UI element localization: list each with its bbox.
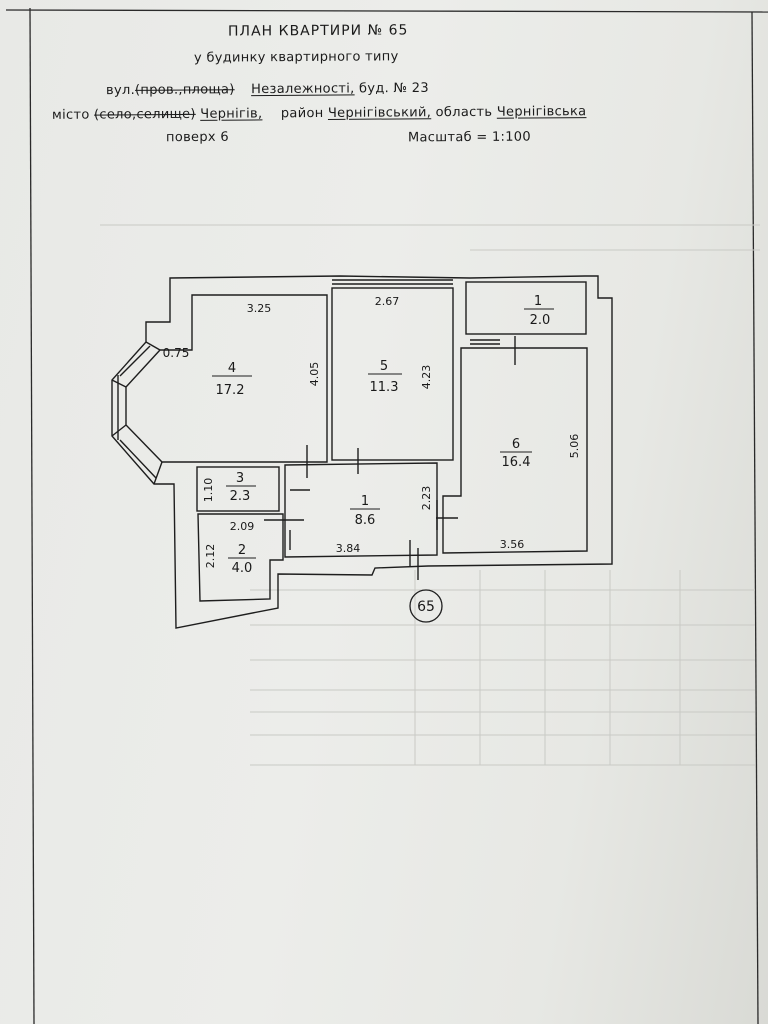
room-6-height: 5.06 <box>568 434 581 459</box>
room-4-height: 4.05 <box>308 362 321 387</box>
room-5-width: 2.67 <box>375 295 400 308</box>
room-6-area: 16.4 <box>502 455 531 470</box>
room-5-area: 11.3 <box>370 380 399 395</box>
room-5-height: 4.23 <box>420 365 433 390</box>
room-2-number: 2 <box>238 543 246 558</box>
room-2-area: 4.0 <box>232 561 253 576</box>
room-4-width: 3.25 <box>247 302 272 315</box>
room-2-height: 2.12 <box>204 544 217 569</box>
room-4-number: 4 <box>228 361 236 376</box>
room-3-area: 2.3 <box>230 489 251 504</box>
room-4-area: 17.2 <box>216 383 245 398</box>
room-6-number: 6 <box>512 437 520 452</box>
room-1a-area: 8.6 <box>355 513 376 528</box>
apartment-marker-circle <box>409 589 443 623</box>
room-5-number: 5 <box>380 359 388 374</box>
room-3-number: 3 <box>236 471 244 486</box>
room-1a-number: 1 <box>361 494 369 509</box>
room-1a-width: 3.84 <box>336 542 361 555</box>
room-1a-height: 2.23 <box>420 486 433 511</box>
room-3-height: 1.10 <box>202 478 215 503</box>
room-4-bay-depth: 0.75 <box>163 346 190 360</box>
room-1b-area: 2.0 <box>530 313 551 328</box>
apartment-marker-number: 65 <box>417 599 435 615</box>
room-2-width: 2.09 <box>230 520 255 533</box>
room-1b-number: 1 <box>534 294 542 309</box>
room-6-width: 3.56 <box>500 538 525 551</box>
